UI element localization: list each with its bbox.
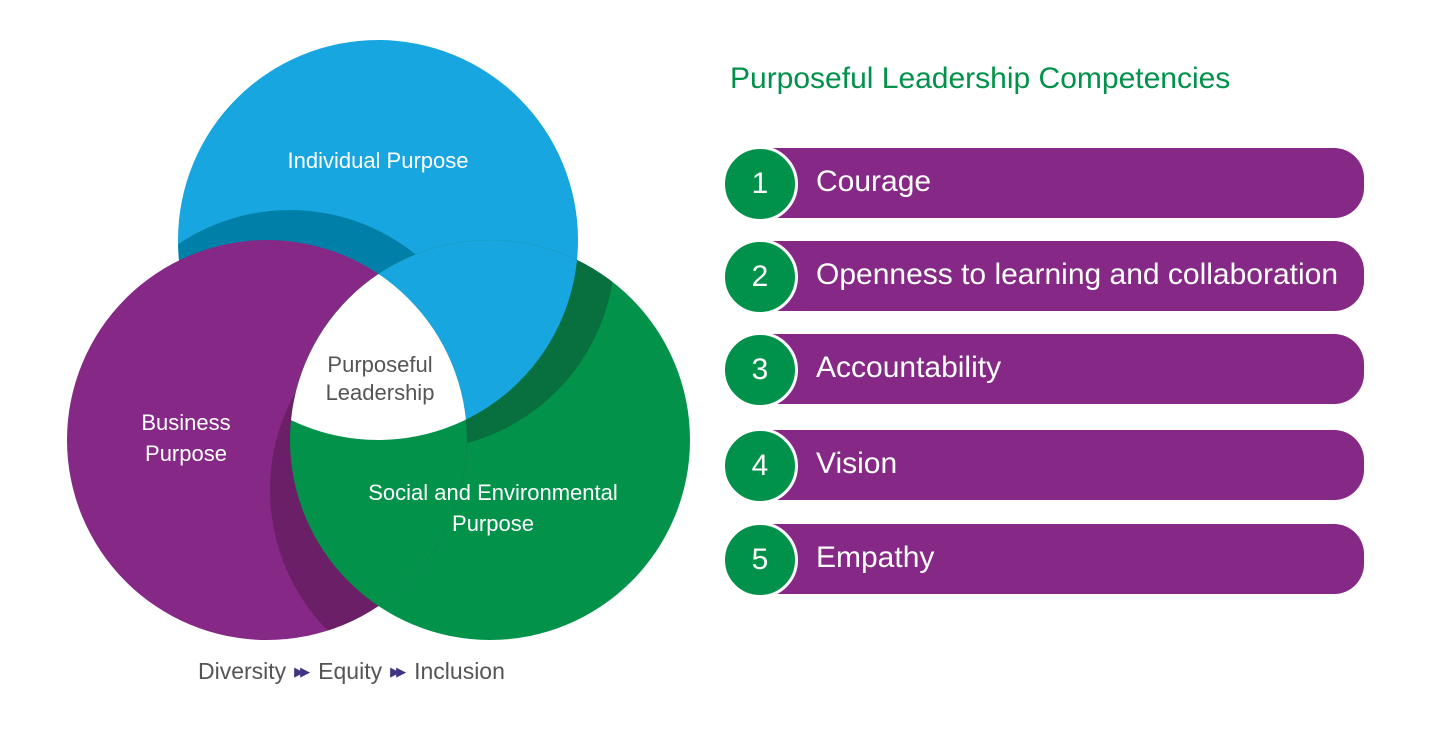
dei-footer: Diversity ▶▶ Equity ▶▶ Inclusion [198, 658, 505, 685]
competency-item: 2 Openness to learning and collaboration [722, 239, 1364, 315]
competency-item: 3 Accountability [722, 332, 1364, 408]
dei-diversity: Diversity [198, 658, 287, 684]
competency-number: 5 [722, 522, 798, 598]
business-line1: Business [141, 410, 231, 435]
social-purpose-label: Social and Environmental Purpose [333, 477, 653, 539]
venn-diagram [67, 40, 690, 640]
individual-purpose-label: Individual Purpose [287, 148, 469, 173]
center-intersection [290, 240, 467, 440]
competency-label: Courage [816, 165, 932, 198]
competency-label: Accountability [816, 351, 1002, 384]
business-purpose-label: Business Purpose [96, 407, 276, 469]
dei-equity: Equity [318, 658, 383, 684]
social-line1: Social and Environmental [368, 480, 618, 505]
competency-label: Empathy [816, 541, 935, 574]
business-line2: Purpose [145, 441, 227, 466]
double-arrow-icon: ▶▶ [294, 663, 310, 679]
competency-item: 1 Courage [722, 146, 1364, 222]
center-line1: Purposeful [327, 352, 433, 377]
center-label: Purposeful Leadership [300, 351, 460, 407]
competency-number: 4 [722, 428, 798, 504]
competency-pill [770, 334, 1364, 404]
competencies-title: Purposeful Leadership Competencies [730, 62, 1231, 95]
competency-number: 3 [722, 332, 798, 408]
dei-inclusion: Inclusion [414, 658, 505, 684]
individual-over-social [290, 240, 578, 440]
center-line2: Leadership [325, 380, 435, 405]
competency-pill [770, 524, 1364, 594]
competency-number: 1 [722, 146, 798, 222]
competency-number: 2 [722, 239, 798, 315]
competency-label: Openness to learning and collaboration [816, 258, 1339, 291]
competency-pill [770, 241, 1364, 311]
double-arrow-icon: ▶▶ [390, 663, 406, 679]
competency-pill [770, 148, 1364, 218]
competency-item: 5 Empathy [722, 522, 1364, 598]
competency-item: 4 Vision [722, 428, 1364, 504]
social-line2: Purpose [452, 511, 534, 536]
competency-label: Vision [816, 447, 898, 480]
competency-pill [770, 430, 1364, 500]
